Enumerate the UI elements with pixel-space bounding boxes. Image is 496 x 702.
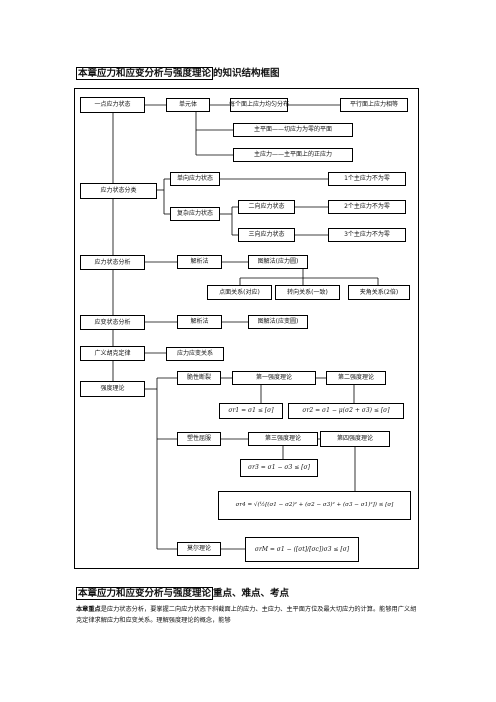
triaxial-box: 三向应力状态 bbox=[238, 228, 295, 242]
one-nonzero-label: 1个主应力不为零 bbox=[344, 175, 390, 182]
third-theory-box: 第三强度理论 bbox=[248, 432, 318, 446]
first-formula-text: σr1 = σ1 ≤ [σ] bbox=[228, 407, 274, 414]
first-theory-box: 第一强度理论 bbox=[232, 371, 316, 385]
stress-uniform-label: 每个面上应力均匀分布 bbox=[229, 101, 290, 108]
key-points-heading-rest: 重点、难点、考点 bbox=[213, 588, 290, 599]
one-nonzero-box: 1个主应力不为零 bbox=[328, 172, 406, 186]
fourth-theory-formula: σr4 = √(½[(σ1 − σ2)² + (σ2 − σ3)² + (σ3 … bbox=[218, 491, 411, 520]
diagram-frame bbox=[74, 88, 419, 569]
fourth-theory-label: 第四强度理论 bbox=[336, 435, 373, 442]
stress-circle-box: 图解法(应力圆) bbox=[248, 255, 308, 269]
first-theory-label: 第一强度理论 bbox=[255, 374, 292, 381]
two-nonzero-label: 2个主应力不为零 bbox=[344, 203, 390, 210]
rotation-label: 转向关系(一致) bbox=[287, 288, 328, 296]
rotation-box: 转向关系(一致) bbox=[275, 285, 340, 300]
point-face-label: 点面关系(对应) bbox=[219, 288, 260, 296]
angle-box: 夹角关系(2倍) bbox=[348, 285, 410, 300]
parallel-equal-box: 平行面上应力相等 bbox=[340, 98, 408, 112]
two-nonzero-box: 2个主应力不为零 bbox=[328, 200, 406, 214]
point-stress-label: 一点应力状态 bbox=[94, 101, 131, 108]
biaxial-label: 二向应力状态 bbox=[248, 203, 285, 210]
strain-circle-box: 图解法(应变圆) bbox=[248, 315, 308, 329]
analytic-method-2-box: 解析法 bbox=[177, 315, 222, 329]
analytic-method-box: 解析法 bbox=[177, 255, 222, 269]
stress-class-box: 应力状态分类 bbox=[80, 183, 157, 199]
uniaxial-label: 单向应力状态 bbox=[176, 175, 213, 182]
stress-uniform-box: 每个面上应力均匀分布 bbox=[229, 98, 290, 112]
mohr-label: 莫尔理论 bbox=[186, 545, 211, 552]
uniaxial-box: 单向应力状态 bbox=[170, 172, 220, 186]
angle-label: 夹角关系(2倍) bbox=[359, 288, 399, 296]
stress-analysis-label: 应力状态分析 bbox=[94, 258, 131, 266]
complex-label: 复杂应力状态 bbox=[176, 210, 213, 217]
strain-circle-label: 图解法(应变圆) bbox=[257, 318, 299, 325]
framework-heading-boxed: 本章应力和应变分析与强度理论 bbox=[76, 67, 214, 80]
second-theory-label: 第二强度理论 bbox=[337, 374, 374, 381]
second-theory-box: 第二强度理论 bbox=[326, 371, 386, 385]
strain-analysis-box: 应变状态分析 bbox=[80, 315, 145, 330]
complex-box: 复杂应力状态 bbox=[170, 207, 220, 221]
strength-theory-box: 强度理论 bbox=[80, 381, 145, 397]
point-face-box: 点面关系(对应) bbox=[207, 285, 272, 300]
biaxial-box: 二向应力状态 bbox=[238, 200, 295, 214]
first-theory-formula: σr1 = σ1 ≤ [σ] bbox=[219, 403, 283, 419]
mohr-formula-text: σrM = σ1 − ([σt]/[σc])σ3 ≤ [σ] bbox=[254, 545, 350, 553]
point-stress-box: 一点应力状态 bbox=[80, 97, 145, 113]
three-nonzero-box: 3个主应力不为零 bbox=[328, 228, 406, 242]
stress-class-label: 应力状态分类 bbox=[100, 187, 137, 194]
principal-plane-label: 主平面——切应力为零的平面 bbox=[253, 126, 332, 133]
paragraph-lead: 本章重点 bbox=[76, 606, 101, 613]
stress-circle-label: 图解法(应力圆) bbox=[257, 258, 299, 265]
principal-plane-box: 主平面——切应力为零的平面 bbox=[233, 123, 353, 137]
third-theory-label: 第三强度理论 bbox=[264, 435, 301, 442]
summary-paragraph: 本章重点是应力状态分析，要掌握二向应力状态下斜截面上的应力、主应力、主平面方位及… bbox=[76, 604, 421, 626]
three-nonzero-label: 3个主应力不为零 bbox=[344, 231, 390, 238]
analytic-method-2-label: 解析法 bbox=[190, 318, 209, 325]
fourth-theory-box: 第四强度理论 bbox=[320, 431, 390, 447]
strength-theory-label: 强度理论 bbox=[100, 385, 125, 392]
key-points-heading-boxed: 本章应力和应变分析与强度理论 bbox=[76, 587, 214, 600]
principal-stress-box: 主应力——主平面上的正应力 bbox=[233, 148, 353, 162]
second-theory-formula: σr2 = σ1 − μ(σ2 + σ3) ≤ [σ] bbox=[288, 403, 404, 419]
hooke-law-box: 广义胡克定律 bbox=[80, 346, 145, 361]
unit-body-box: 单元体 bbox=[166, 98, 210, 112]
mohr-formula: σrM = σ1 − ([σt]/[σc])σ3 ≤ [σ] bbox=[245, 537, 359, 562]
paragraph-text: 是应力状态分析，要掌握二向应力状态下斜截面上的应力、主应力、主平面方位及最大切应… bbox=[76, 606, 417, 624]
key-points-heading: 本章应力和应变分析与强度理论重点、难点、考点 bbox=[76, 587, 289, 600]
third-theory-formula: σr3 = σ1 − σ3 ≤ [σ] bbox=[240, 459, 318, 477]
strain-analysis-label: 应变状态分析 bbox=[94, 318, 131, 326]
analytic-method-label: 解析法 bbox=[190, 258, 209, 265]
plastic-label: 塑性屈服 bbox=[186, 435, 211, 442]
principal-stress-label: 主应力——主平面上的正应力 bbox=[253, 151, 332, 158]
parallel-equal-label: 平行面上应力相等 bbox=[349, 101, 398, 108]
framework-heading: 本章应力和应变分析与强度理论的知识结构框图 bbox=[76, 67, 280, 80]
mohr-box: 莫尔理论 bbox=[177, 542, 221, 556]
stress-strain-box: 应力应变关系 bbox=[166, 347, 224, 361]
framework-heading-rest: 的知识结构框图 bbox=[213, 68, 280, 79]
fourth-formula-text: σr4 = √(½[(σ1 − σ2)² + (σ2 − σ3)² + (σ3 … bbox=[235, 501, 394, 508]
brittle-label: 脆性断裂 bbox=[186, 374, 211, 381]
stress-strain-label: 应力应变关系 bbox=[176, 350, 213, 357]
plastic-box: 塑性屈服 bbox=[177, 432, 221, 446]
second-formula-text: σr2 = σ1 − μ(σ2 + σ3) ≤ [σ] bbox=[302, 407, 390, 414]
stress-analysis-box: 应力状态分析 bbox=[80, 255, 145, 270]
hooke-law-label: 广义胡克定律 bbox=[94, 349, 131, 357]
brittle-box: 脆性断裂 bbox=[177, 371, 221, 385]
triaxial-label: 三向应力状态 bbox=[248, 231, 285, 238]
third-formula-text: σr3 = σ1 − σ3 ≤ [σ] bbox=[248, 464, 310, 471]
unit-body-label: 单元体 bbox=[178, 101, 197, 108]
